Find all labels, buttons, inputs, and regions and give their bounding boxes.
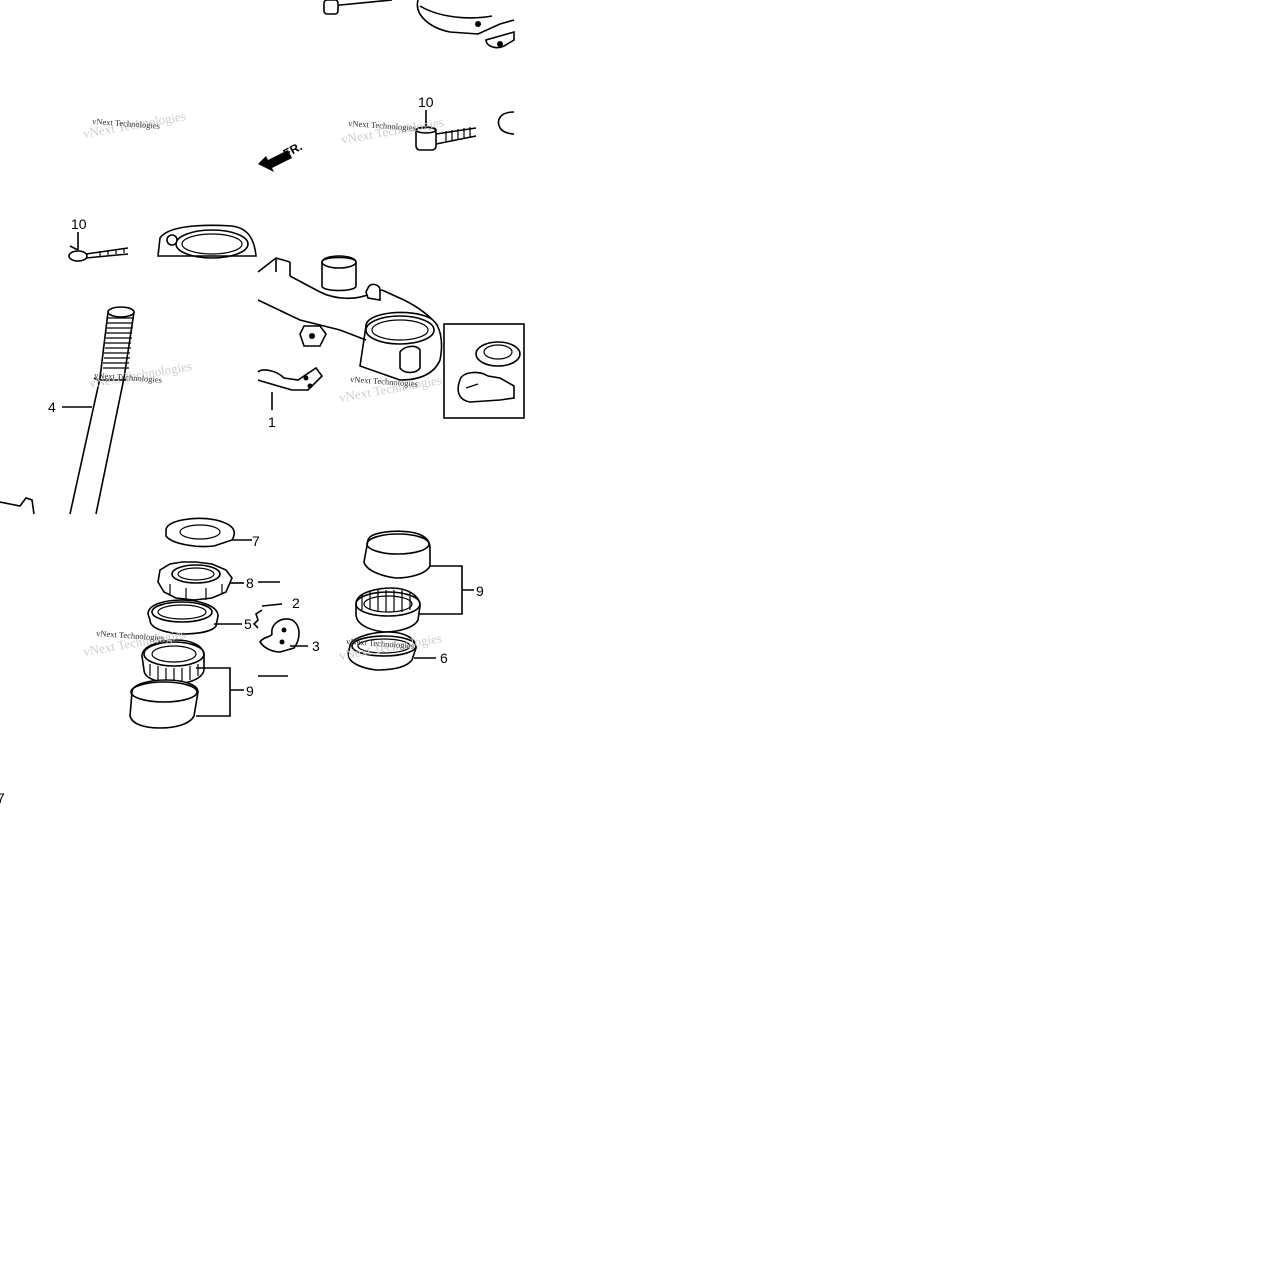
callout-9-upper: 9 [476,583,484,599]
dust-seal-6 [347,631,417,671]
adjusting-nut-8 [157,561,233,601]
callout-7: 7 [252,533,260,549]
lock-washer-7 [165,517,236,548]
svg-text:vNext Technologies: vNext Technologies [346,636,414,651]
lock-plate-3 [259,618,300,653]
lower-triple-clamp [257,255,443,391]
lock-clip-2 [252,609,263,629]
upper-bracket-fragment [323,0,515,49]
bearing-race-9-upper [355,587,421,633]
callout-leader-9-upper [418,565,474,615]
callout-9-lower: 9 [246,683,254,699]
callout-10-upper: 10 [418,94,434,110]
callout-8: 8 [246,575,254,591]
bolt-upper [415,110,477,151]
callout-3: 3 [312,638,320,654]
watermark-4: vNext Technologies vNext Technologies [338,372,443,405]
steering-stem [0,306,135,515]
callout-1: 1 [268,414,276,430]
callout-leader-2 [261,603,283,607]
inset-detail-box [443,323,525,419]
bearing-cone-9-lower [129,679,199,729]
svg-text:vNext Technologies: vNext Technologies [350,374,418,389]
callout-10-left: 10 [71,216,87,232]
front-direction-arrow: FR. [258,139,304,172]
callout-2: 2 [292,595,300,611]
callout-leader-9-lower [196,667,244,717]
bearing-cone-9-upper [363,530,431,579]
watermark-1: vNext Technologies vNext Technologies [82,108,187,141]
fork-clamp-top-left [157,224,257,259]
svg-text:vNext Technologies: vNext Technologies [92,116,160,131]
svg-text:vNext Technologies: vNext Technologies [96,628,164,643]
svg-text:vNext Technologies: vNext Technologies [94,370,162,385]
bolt-left [68,232,129,262]
svg-text:vNext Technologies: vNext Technologies [348,118,416,133]
callout-6: 6 [440,650,448,666]
callout-4: 4 [48,399,56,415]
dust-seal-5 [147,599,219,635]
callout-5: 5 [244,616,252,632]
partial-washer-top [497,111,515,135]
callout-7-edge: 7 [0,790,5,806]
